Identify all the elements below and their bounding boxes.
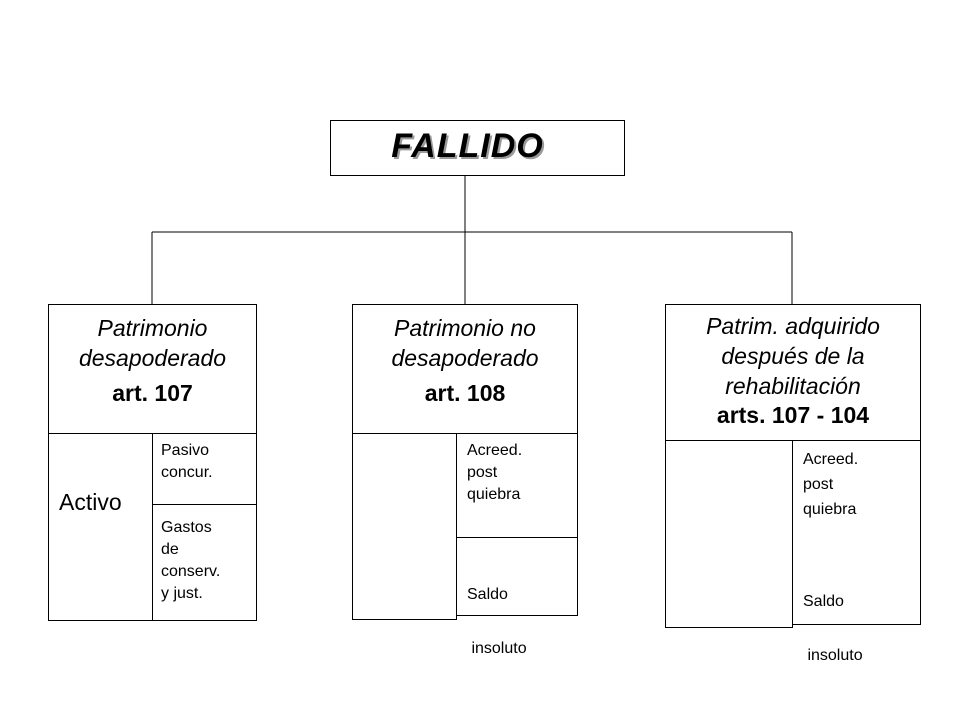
branch-1-pasivo-text: Pasivo concur. <box>161 442 213 481</box>
branch-1-right-top-cell: Pasivo concur. <box>152 433 257 505</box>
branch-2-article: art. 108 <box>424 380 506 406</box>
branch-3-title-line-2: después de la <box>721 343 865 369</box>
branch-1-article: art. 107 <box>112 380 193 406</box>
branch-3-article: arts. 107 - 104 <box>716 402 870 428</box>
branch-3-saldo-text: Saldo insoluto <box>803 593 863 664</box>
branch-1-right-bottom-cell: Gastos de conserv. y just. <box>152 504 257 621</box>
branch-2-right-top-cell: Acreed. post quiebra <box>456 433 578 538</box>
branch-1-header: Patrimonio desapoderado art. 107 <box>48 304 257 434</box>
branch-3-left-cell <box>665 440 793 628</box>
branch-2-saldo-text: Saldo insoluto <box>467 586 527 657</box>
branch-2-right-bottom-cell: Saldo insoluto <box>456 537 578 657</box>
branch-2-header: Patrimonio no desapoderado art. 108 <box>352 304 578 434</box>
branch-3-header: Patrim. adquirido después de la rehabili… <box>665 304 921 441</box>
branch-1-gastos-text: Gastos de conserv. y just. <box>161 519 221 602</box>
branch-1-activo-label: Activo <box>59 489 122 515</box>
branch-3-right-cell: Acreed. post quiebra Saldo insoluto <box>792 440 921 664</box>
branch-3-title-line-3: rehabilitación <box>725 373 861 399</box>
branch-1-title-line-2: desapoderado <box>78 345 227 371</box>
branch-2-acreed-text: Acreed. post quiebra <box>467 442 523 503</box>
branch-1-title-line-1: Patrimonio <box>97 315 208 341</box>
branch-2-title-line-2: desapoderado <box>391 345 539 371</box>
root-node-fallido: FALLIDO <box>330 120 625 176</box>
branch-3-title-line-1: Patrim. adquirido <box>706 313 880 339</box>
branch-3-acreed-text: Acreed. post quiebra <box>803 451 859 518</box>
root-title: FALLIDO <box>391 126 544 165</box>
branch-2-title-line-1: Patrimonio no <box>394 315 536 341</box>
branch-2-left-cell <box>352 433 457 620</box>
branch-1-left-cell: Activo <box>48 433 153 621</box>
